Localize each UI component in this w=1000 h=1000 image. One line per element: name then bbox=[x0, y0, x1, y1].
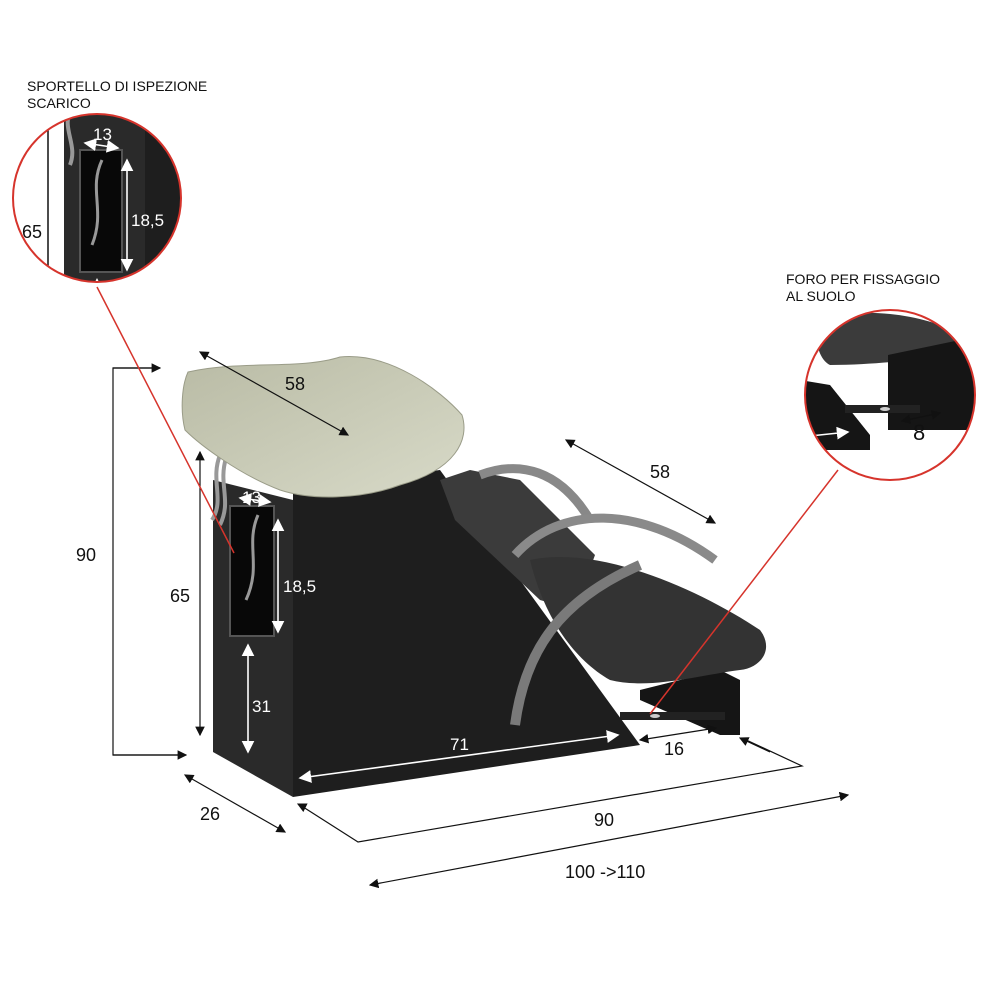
dim-armrest-width: 58 bbox=[650, 462, 670, 482]
dim-door-height: 18,5 bbox=[283, 577, 316, 596]
callout-total-height: 65 bbox=[22, 222, 42, 242]
callout-floor-hole: 8 bbox=[804, 309, 976, 481]
callout-door-title-2: SCARICO bbox=[27, 95, 91, 111]
callout-door-title-1: SPORTELLO DI ISPEZIONE bbox=[27, 78, 207, 94]
callout-hole-title-1: FORO PER FISSAGGIO bbox=[786, 271, 940, 287]
dim-total-length: 100 ->110 bbox=[565, 862, 645, 882]
callout-door-width: 13 bbox=[93, 125, 112, 144]
dim-foot-offset: 16 bbox=[664, 739, 684, 759]
callout-leader-door bbox=[96, 286, 235, 554]
callout-leader-hole bbox=[649, 469, 839, 715]
dim-door-width: 13 bbox=[242, 488, 261, 507]
dim-cabinet-length: 71 bbox=[450, 735, 469, 754]
base-foot bbox=[620, 670, 740, 735]
dim-basin-width: 58 bbox=[285, 374, 305, 394]
dim-cabinet-height: 65 bbox=[170, 586, 190, 606]
callout-door-height: 18,5 bbox=[131, 211, 164, 230]
dim-door-base-height: 31 bbox=[252, 697, 271, 716]
dim-cabinet-depth: 26 bbox=[200, 804, 220, 824]
callout-hole-spacing: 8 bbox=[913, 420, 925, 445]
dim-overall-height: 90 bbox=[76, 545, 96, 565]
dimension-lines bbox=[112, 351, 850, 889]
callout-inspection-door: 13 18,5 65 bbox=[12, 113, 182, 283]
dim-base-length: 90 bbox=[594, 810, 614, 830]
chair-leg-tube bbox=[510, 560, 643, 726]
callout-hole-title-2: AL SUOLO bbox=[786, 288, 856, 304]
